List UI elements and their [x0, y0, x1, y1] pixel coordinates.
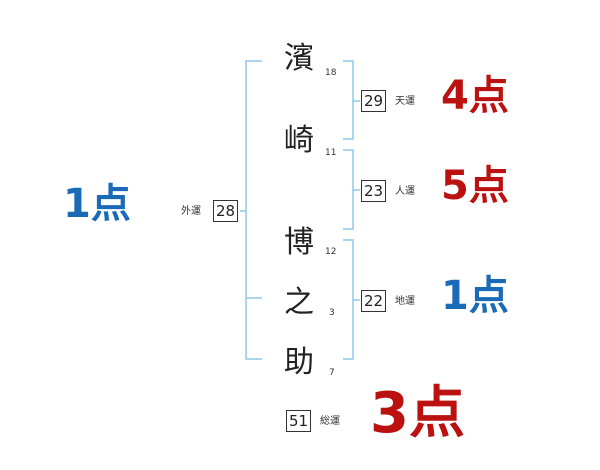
jinkaku-score: 5点: [441, 163, 509, 209]
jinkaku-value: 23: [361, 180, 386, 202]
stroke-count-1: 18: [325, 68, 337, 78]
stroke-count-2: 11: [325, 148, 337, 158]
gaikaku-value: 28: [213, 200, 238, 222]
gaikaku-label: 外運: [181, 206, 201, 217]
tenkaku-bracket: [343, 60, 354, 140]
stroke-count-4: 3: [329, 308, 335, 318]
name-char-5: 助: [284, 345, 314, 380]
name-char-2: 崎: [284, 123, 314, 158]
jinkaku-label: 人運: [395, 186, 415, 197]
name-char-3: 博: [284, 225, 314, 260]
soukaku-label: 総運: [320, 416, 340, 427]
tenkaku-value: 29: [361, 90, 386, 112]
chikaku-score: 1点: [441, 273, 509, 319]
stroke-count-5: 7: [329, 368, 335, 378]
soukaku-value: 51: [286, 410, 311, 432]
chikaku-value: 22: [361, 290, 386, 312]
gaikaku-score: 1点: [63, 181, 131, 227]
stroke-count-3: 12: [325, 247, 337, 257]
name-char-1: 濱: [284, 41, 314, 76]
chikaku-bracket: [343, 239, 354, 360]
soukaku-score: 3点: [370, 381, 465, 446]
tenkaku-label: 天運: [395, 96, 415, 107]
chikaku-label: 地運: [395, 296, 415, 307]
name-char-4: 之: [284, 285, 314, 320]
tenkaku-score: 4点: [441, 73, 509, 119]
gaikaku-bracket: [245, 60, 262, 360]
jinkaku-bracket: [343, 149, 354, 230]
